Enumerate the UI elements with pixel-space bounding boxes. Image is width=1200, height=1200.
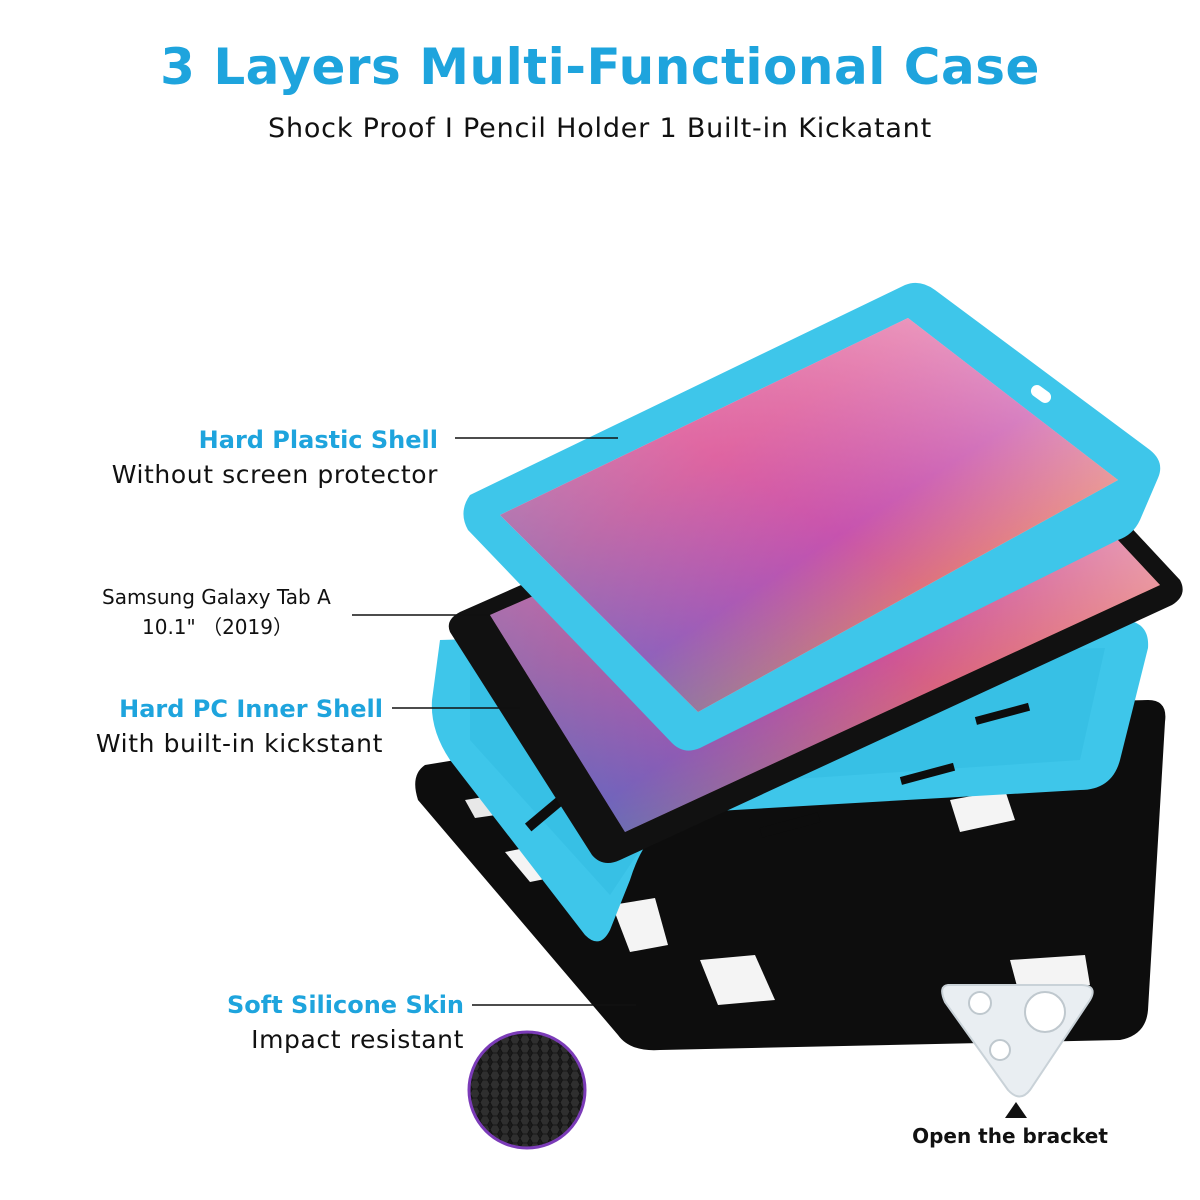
callout-hard-plastic-title: Hard Plastic Shell — [198, 426, 438, 454]
callout-tablet: Samsung Galaxy Tab A 10.1" （2019） — [102, 582, 331, 642]
page-subtitle: Shock Proof I Pencil Holder 1 Built-in K… — [268, 113, 932, 144]
callout-silicone: Soft Silicone Skin Impact resistant — [227, 988, 464, 1058]
page-title: 3 Layers Multi-Functional Case — [160, 38, 1040, 96]
kickstand-bracket-icon — [941, 984, 1094, 1098]
callout-silicone-subtitle: Impact resistant — [251, 1025, 464, 1054]
callout-pc-inner: Hard PC Inner Shell With built-in kickst… — [96, 692, 383, 762]
callout-tablet-line1: Samsung Galaxy Tab A — [102, 585, 331, 609]
callout-tablet-line2: 10.1" （2019） — [142, 615, 293, 639]
bracket-caption: Open the bracket — [912, 1124, 1108, 1148]
callout-hard-plastic-subtitle: Without screen protector — [111, 460, 438, 489]
callout-hard-plastic: Hard Plastic Shell Without screen protec… — [112, 423, 438, 493]
callout-pc-inner-subtitle: With built-in kickstant — [95, 729, 383, 758]
hard-plastic-shell-layer — [463, 282, 1161, 751]
honeycomb-texture-swatch — [467, 1030, 587, 1150]
callout-silicone-title: Soft Silicone Skin — [227, 991, 464, 1019]
up-triangle-icon — [1005, 1102, 1027, 1118]
callout-pc-inner-title: Hard PC Inner Shell — [119, 695, 383, 723]
